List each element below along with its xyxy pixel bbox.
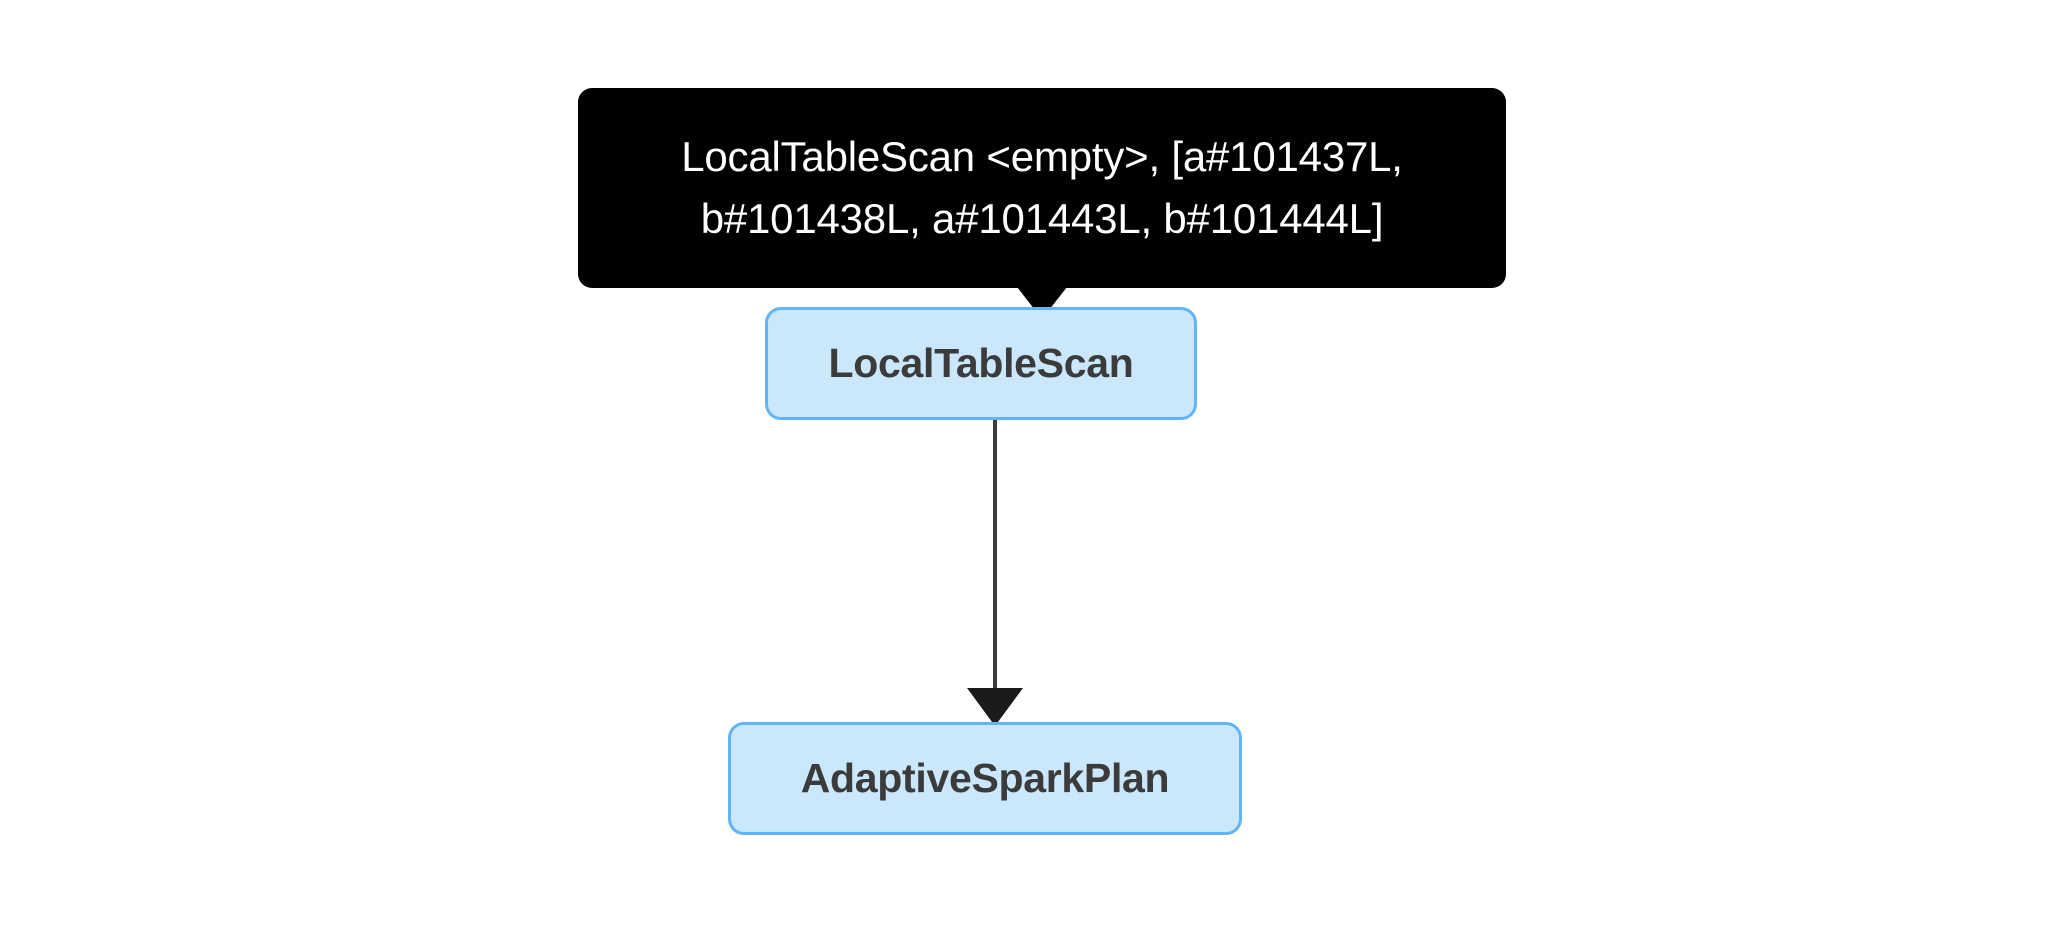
plan-node-label: AdaptiveSparkPlan xyxy=(800,755,1170,801)
plan-node-label: LocalTableScan xyxy=(828,340,1134,386)
arrowhead-down-icon xyxy=(967,688,1023,726)
tooltip-line-1: LocalTableScan <empty>, [a#101437L, xyxy=(681,133,1403,180)
plan-node-adaptivesparkplan[interactable]: AdaptiveSparkPlan xyxy=(728,722,1242,835)
plan-node-tooltip: LocalTableScan <empty>, [a#101437L, b#10… xyxy=(578,88,1506,319)
plan-node-localtablescan[interactable]: LocalTableScan xyxy=(765,307,1197,420)
tooltip-line-2: b#101438L, a#101443L, b#101444L] xyxy=(700,195,1384,242)
edge-localtablescan-to-adaptivesparkplan xyxy=(993,420,997,694)
